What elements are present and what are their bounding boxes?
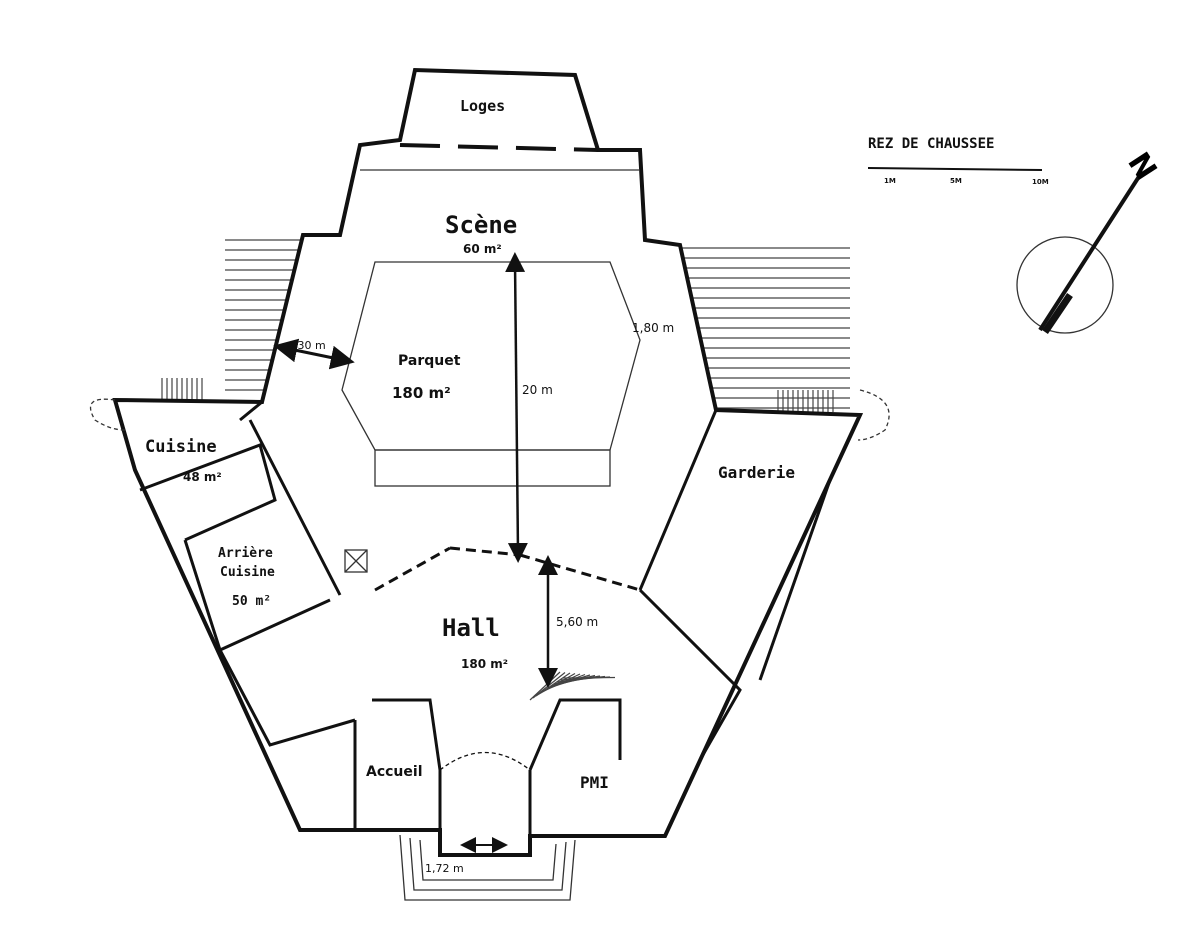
- entrance-label: 1,72 m: [425, 862, 464, 875]
- left-terrace: [89, 398, 126, 431]
- plan-title: REZ DE CHAUSSEE: [868, 136, 994, 152]
- north-label: N: [1120, 146, 1163, 186]
- entrance-steps: [399, 834, 576, 901]
- scene-area: 60 m²: [463, 242, 502, 256]
- parquet-area: [341, 261, 641, 451]
- elevator: [344, 549, 368, 573]
- hall-area: 180 m²: [461, 657, 508, 671]
- right-gap-label: 1,80 m: [632, 321, 674, 335]
- right-terrace: [857, 389, 890, 441]
- depth-dimension: [505, 252, 528, 563]
- room-garderie: Garderie: [718, 463, 795, 482]
- depth-label: 20 m: [522, 383, 553, 397]
- scale-bar: [867, 167, 1043, 171]
- left-exterior-steps: [161, 239, 302, 400]
- room-cuisine: Cuisine: [145, 437, 217, 457]
- cuisine-area: 48 m²: [183, 470, 222, 484]
- parquet-area-label: 180 m²: [392, 384, 451, 402]
- room-arriere-1: Arrière: [218, 546, 273, 561]
- arriere-area: 50 m²: [232, 594, 271, 609]
- left-gap-dimension: [273, 338, 355, 370]
- scale-tick-5: 5M: [950, 177, 962, 185]
- room-arriere-2: Cuisine: [220, 565, 275, 580]
- north-arrow-icon: N: [1016, 146, 1163, 334]
- room-scene: Scène: [445, 211, 517, 239]
- hall-depth-label: 5,60 m: [556, 615, 598, 629]
- room-hall: Hall: [442, 614, 500, 642]
- loges-wall: [399, 143, 599, 152]
- left-gap-label: 4,30 m: [287, 339, 326, 352]
- room-pmi: PMI: [580, 773, 609, 792]
- scale-tick-1: 1M: [884, 177, 896, 185]
- step-line: [562, 676, 616, 679]
- room-accueil: Accueil: [366, 764, 423, 780]
- right-exterior-steps: [680, 247, 850, 412]
- interior-walls: [139, 400, 832, 836]
- building-outline: [112, 67, 864, 857]
- parquet-step: [374, 449, 611, 487]
- hall-staircase: [529, 671, 616, 701]
- room-parquet: Parquet: [398, 353, 461, 369]
- room-loges: Loges: [460, 97, 505, 115]
- scale-tick-10: 10M: [1032, 178, 1049, 186]
